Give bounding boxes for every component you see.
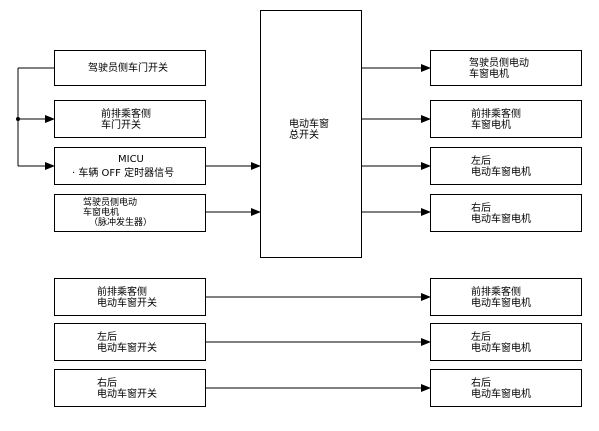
lower-right-rear-motor-label-1: 右后 [471, 378, 491, 389]
driver-window-motor-label-2: 车窗电机 [469, 69, 509, 80]
left-rear-window-motor-label-2: 电动车窗电机 [471, 167, 531, 178]
right-rear-window-motor-box: 右后 电动车窗电机 [430, 194, 582, 232]
master-switch-label-1: 电动车窗 [289, 119, 329, 130]
pulse-box-label-2: 车窗电机 [83, 208, 120, 218]
lower-passenger-motor-label-1: 前排乘客侧 [471, 287, 521, 298]
pulse-box-label-3: （脉冲发生器） [89, 218, 153, 228]
left-rear-window-motor-box: 左后 电动车窗电机 [430, 147, 582, 185]
right-rear-window-motor-label-1: 右后 [471, 203, 491, 214]
junction-dot [16, 117, 20, 121]
driver-door-switch-box: 驾驶员侧车门开关 [54, 50, 206, 86]
lower-left-rear-switch-box: 左后 电动车窗开关 [54, 323, 206, 361]
passenger-window-motor-box: 前排乘客侧 车窗电机 [430, 100, 582, 138]
lower-left-rear-switch-label-2: 电动车窗开关 [97, 343, 157, 354]
pulse-box-label-1: 驾驶员侧电动 [83, 198, 138, 208]
lower-left-rear-motor-box: 左后 电动车窗电机 [430, 323, 582, 361]
master-switch-box: 电动车窗 总开关 [260, 10, 362, 258]
passenger-door-switch-box: 前排乘客侧 车门开关 [54, 100, 206, 138]
micu-box: MICU · 车辆 OFF 定时器信号 [54, 147, 206, 185]
lower-passenger-motor-box: 前排乘客侧 电动车窗电机 [430, 278, 582, 316]
micu-signal-label: · 车辆 OFF 定时器信号 [72, 168, 175, 179]
driver-door-switch-label: 驾驶员侧车门开关 [88, 63, 168, 74]
right-rear-window-motor-label-2: 电动车窗电机 [471, 214, 531, 225]
lower-right-rear-motor-label-2: 电动车窗电机 [471, 389, 531, 400]
left-rear-window-motor-label-1: 左后 [471, 156, 491, 167]
lower-right-rear-switch-box: 右后 电动车窗开关 [54, 369, 206, 407]
micu-label: MICU [118, 154, 144, 165]
passenger-window-motor-label-1: 前排乘客侧 [471, 109, 521, 120]
lower-right-rear-motor-box: 右后 电动车窗电机 [430, 369, 582, 407]
passenger-door-switch-label-2: 车门开关 [101, 120, 141, 131]
master-switch-label-2: 总开关 [289, 130, 319, 141]
driver-window-motor-label-1: 驾驶员侧电动 [469, 58, 529, 69]
lower-left-rear-motor-label-2: 电动车窗电机 [471, 343, 531, 354]
lower-passenger-motor-label-2: 电动车窗电机 [471, 298, 531, 309]
lower-left-rear-motor-label-1: 左后 [471, 332, 491, 343]
lower-passenger-switch-label-1: 前排乘客侧 [97, 287, 147, 298]
lower-right-rear-switch-label-2: 电动车窗开关 [97, 389, 157, 400]
passenger-window-motor-label-2: 车窗电机 [471, 120, 511, 131]
passenger-door-switch-label-1: 前排乘客侧 [101, 109, 151, 120]
lower-left-rear-switch-label-1: 左后 [97, 332, 117, 343]
lower-passenger-switch-label-2: 电动车窗开关 [97, 298, 157, 309]
lower-right-rear-switch-label-1: 右后 [97, 378, 117, 389]
driver-window-motor-pulse-box: 驾驶员侧电动 车窗电机 （脉冲发生器） [54, 194, 206, 232]
driver-window-motor-box: 驾驶员侧电动 车窗电机 [430, 50, 582, 86]
lower-passenger-switch-box: 前排乘客侧 电动车窗开关 [54, 278, 206, 316]
